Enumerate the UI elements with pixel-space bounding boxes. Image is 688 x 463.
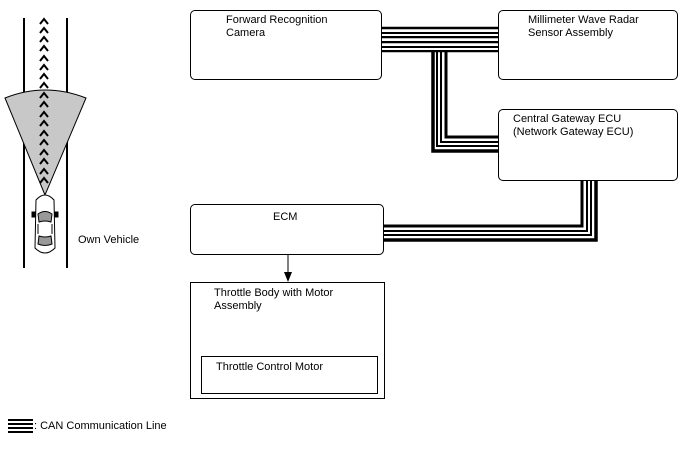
vehicle-label: Own Vehicle bbox=[78, 234, 140, 246]
ecm-to-throttle-arrow bbox=[284, 254, 292, 282]
gateway-box bbox=[498, 109, 678, 181]
vehicle-icon bbox=[31, 194, 59, 254]
throttle-motor-label: Throttle Control Motor bbox=[216, 361, 323, 373]
can-line-gateway bbox=[431, 51, 499, 153]
can-line-ecm bbox=[383, 180, 598, 242]
camera-label: Forward Recognition Camera bbox=[226, 14, 328, 39]
legend-label: : CAN Communication Line bbox=[34, 420, 167, 432]
radar-box bbox=[498, 10, 678, 80]
throttle-body-label: Throttle Body with Motor Assembly bbox=[214, 287, 334, 312]
can-line-legend-icon bbox=[8, 419, 33, 433]
forward-chevrons bbox=[39, 17, 49, 184]
ecm-box bbox=[190, 204, 384, 255]
throttle-motor-box bbox=[201, 356, 378, 394]
ecm-label: ECM bbox=[273, 211, 298, 223]
camera-box bbox=[190, 10, 382, 80]
radar-label: Millimeter Wave Radar Sensor Assembly bbox=[528, 14, 639, 39]
gateway-label: Central Gateway ECU (Network Gateway ECU… bbox=[513, 113, 634, 138]
can-line-camera-radar bbox=[381, 26, 499, 53]
